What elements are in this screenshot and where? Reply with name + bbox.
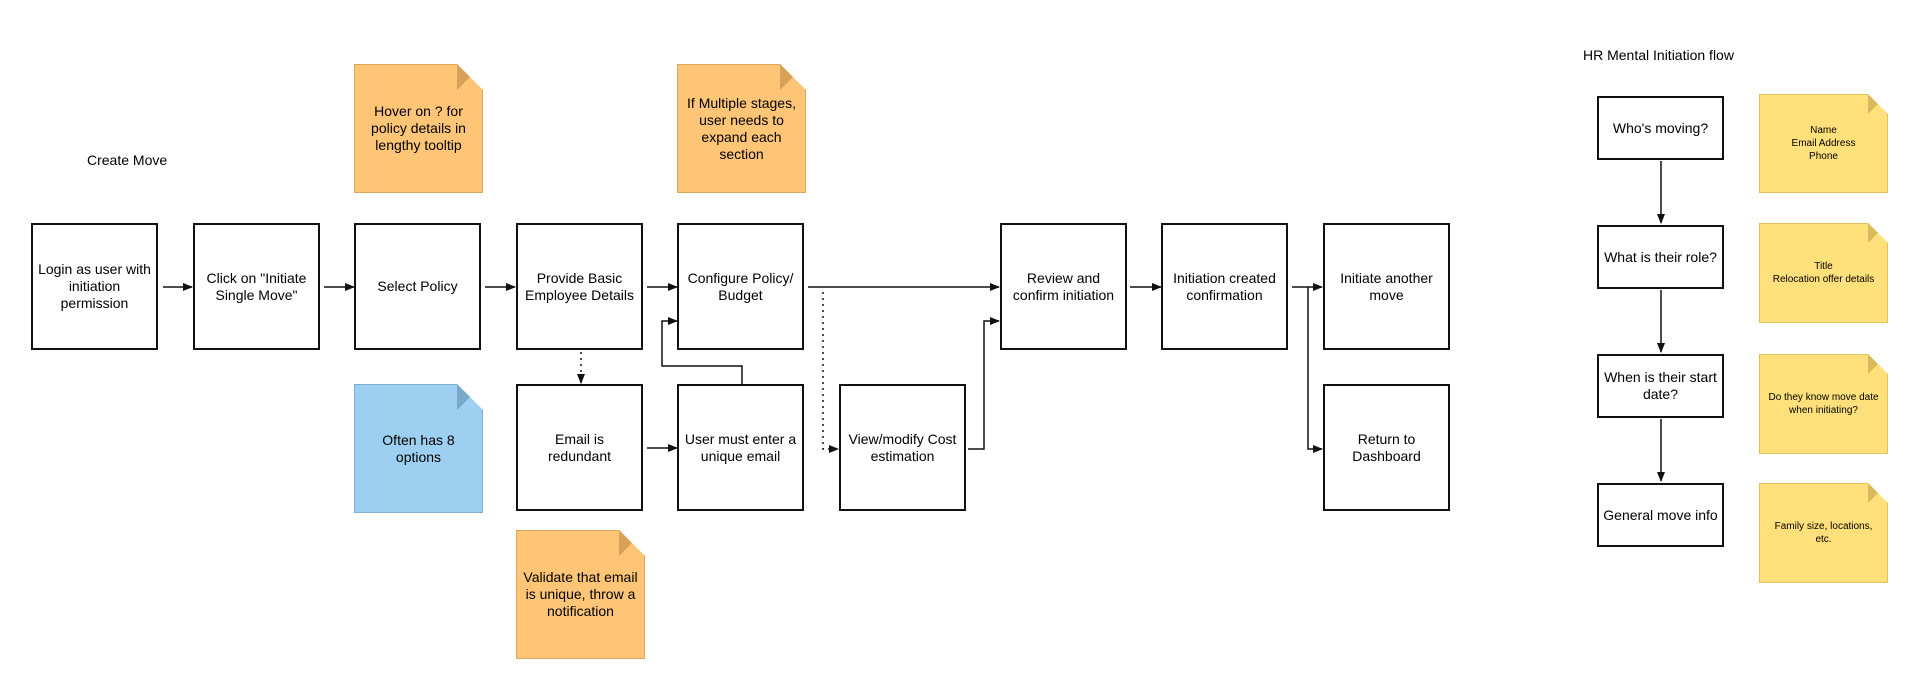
dotted-configure-to-cost: [822, 292, 839, 453]
create-move-title: Create Move: [87, 152, 168, 168]
note-multiple-stages-text: If Multiple stages, user needs to expand…: [687, 94, 796, 162]
note-policy-tooltip-text: Hover on ? for policy details in lengthy…: [371, 103, 466, 153]
box-select-policy[interactable]: Select Policy: [354, 223, 481, 350]
note-multiple-stages: If Multiple stages, user needs to expand…: [677, 64, 806, 193]
box-their-role[interactable]: What is their role?: [1597, 225, 1724, 289]
box-email-redundant[interactable]: Email is redundant: [516, 384, 643, 511]
arrow-created-to-dashboard: [1307, 287, 1323, 453]
box-configure-policy[interactable]: Configure Policy/ Budget: [677, 223, 804, 350]
note-policy-tooltip: Hover on ? for policy details in lengthy…: [354, 64, 483, 193]
box-initiate-single-move[interactable]: Click on "Initiate Single Move": [193, 223, 320, 350]
note-title-relocation: Title Relocation offer details: [1759, 223, 1888, 323]
note-validate-email-text: Validate that email is unique, throw a n…: [523, 569, 638, 619]
note-eight-options: Often has 8 options: [354, 384, 483, 513]
box-whos-moving[interactable]: Who's moving?: [1597, 96, 1724, 160]
box-return-dashboard[interactable]: Return to Dashboard: [1323, 384, 1450, 511]
box-basic-employee-details[interactable]: Provide Basic Employee Details: [516, 223, 643, 350]
box-initiate-another[interactable]: Initiate another move: [1323, 223, 1450, 350]
box-initiation-created[interactable]: Initiation created confirmation: [1161, 223, 1288, 350]
box-login[interactable]: Login as user with initiation permission: [31, 223, 158, 350]
arrow-cost-to-review: [968, 317, 1000, 450]
box-start-date[interactable]: When is their start date?: [1597, 354, 1724, 418]
note-name-email-phone-text: Name Email Address Phone: [1791, 125, 1856, 162]
note-family-size: Family size, locations, etc.: [1759, 483, 1888, 583]
note-eight-options-text: Often has 8 options: [382, 431, 455, 465]
hr-flow-title: HR Mental Initiation flow: [1583, 47, 1734, 63]
arrow-unique-to-configure: [661, 317, 743, 384]
note-move-date: Do they know move date when initiating?: [1759, 354, 1888, 454]
note-title-relocation-text: Title Relocation offer details: [1772, 261, 1875, 285]
box-review-confirm[interactable]: Review and confirm initiation: [1000, 223, 1127, 350]
box-general-move-info[interactable]: General move info: [1597, 483, 1724, 547]
note-validate-email: Validate that email is unique, throw a n…: [516, 530, 645, 659]
box-cost-estimation[interactable]: View/modify Cost estimation: [839, 384, 966, 511]
box-unique-email[interactable]: User must enter a unique email: [677, 384, 804, 511]
note-move-date-text: Do they know move date when initiating?: [1768, 392, 1879, 416]
note-family-size-text: Family size, locations, etc.: [1774, 521, 1873, 545]
note-name-email-phone: Name Email Address Phone: [1759, 94, 1888, 193]
